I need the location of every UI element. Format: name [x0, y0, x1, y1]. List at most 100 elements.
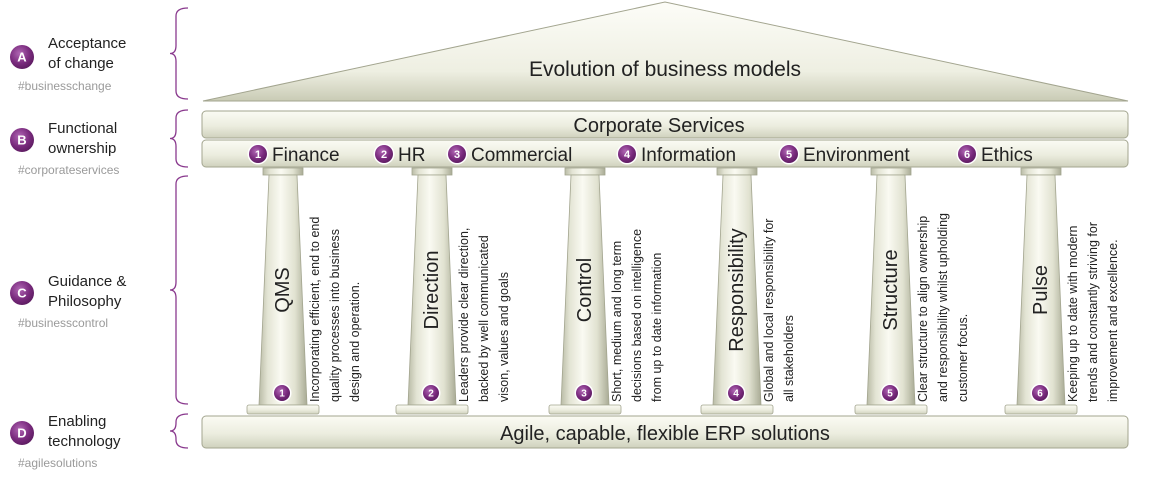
pillar-base: [548, 404, 622, 415]
function-badge: 1: [247, 143, 269, 165]
pillar-description-line: backed by well communicated: [477, 235, 491, 402]
layer-letter-badge-disc: [10, 45, 34, 69]
layer-letter-badge: C: [8, 279, 36, 307]
pillar-badge: 1: [272, 383, 292, 403]
function-label: HR: [398, 145, 425, 166]
function-badge-number: 5: [786, 149, 792, 161]
layer-bracket: [169, 109, 189, 168]
function-label: Environment: [803, 145, 910, 166]
pillar-description-line: improvement and excellence.: [1106, 239, 1120, 402]
function-badge-number: 6: [964, 149, 970, 161]
foundation-title: Agile, capable, flexible ERP solutions: [500, 423, 830, 445]
function-badge: 4: [616, 143, 638, 165]
function-label: Information: [641, 145, 736, 166]
layer-letter-badge-disc: [10, 421, 34, 445]
layer-letter-badge: D: [8, 419, 36, 447]
function-badge-disc: [780, 145, 798, 163]
roof-pediment: [202, 1, 1129, 102]
pillar-name: Direction: [421, 251, 443, 330]
function-badge-number: 1: [255, 149, 261, 161]
pillar-base: [246, 404, 320, 415]
pillar-base: [700, 404, 774, 415]
pillar-capital: [262, 167, 304, 176]
pillar-name: Responsibility: [726, 228, 748, 351]
function-label: Finance: [272, 145, 340, 166]
pillar-description-line: design and operation.: [348, 282, 362, 402]
roof-title: Evolution of business models: [529, 58, 801, 81]
function-badge: 5: [778, 143, 800, 165]
layer-letter-badge-number: C: [17, 286, 27, 301]
layer-letter-badge-number: B: [17, 133, 26, 148]
pillar-name: Structure: [880, 249, 902, 330]
pillar-base: [395, 404, 469, 415]
layer-letter-badge-disc: [10, 281, 34, 305]
pillar-base: [854, 404, 928, 415]
foundation: Agile, capable, flexible ERP solutions: [201, 415, 1129, 449]
function-badge: 3: [446, 143, 468, 165]
pillar-capital: [564, 167, 606, 176]
pillar-capital: [1020, 167, 1062, 176]
pillar-badge: 2: [421, 383, 441, 403]
layer-hashtag: #businesscontrol: [18, 316, 108, 330]
function-badge-disc: [958, 145, 976, 163]
pillar-description: Global and local responsibility for all s…: [762, 219, 796, 402]
pillar-badge: 3: [574, 383, 594, 403]
pillar-capital: [870, 167, 912, 176]
function-badge-number: 2: [381, 149, 387, 161]
pillar-badge-number: 1: [279, 389, 285, 400]
function-badge-number: 4: [624, 149, 631, 161]
layer-label: Acceptance: [48, 35, 126, 52]
pillar-capital: [716, 167, 758, 176]
pillar-description-line: quality processes into business: [328, 229, 342, 402]
function-badge: 6: [956, 143, 978, 165]
pillar-description-line: all stakeholders: [782, 315, 796, 402]
pillar-responsibility: Responsibility 4 Global and local responsi…: [700, 167, 796, 415]
pillar-badge: 6: [1030, 383, 1050, 403]
pillar-description-line: Global and local responsibility for: [762, 219, 776, 402]
pillar-badge-number: 2: [428, 389, 434, 400]
function-item-environment: 5 Environment: [778, 143, 910, 166]
layer-bracket: [169, 413, 189, 449]
layer-bracket: [169, 7, 189, 100]
layer-letter-badge-number: D: [17, 426, 26, 441]
pillar-description-line: Short, medium and long term: [610, 241, 624, 402]
function-badge-disc: [448, 145, 466, 163]
function-item-finance: 1 Finance: [247, 143, 340, 166]
pillar-description-line: decisions based on intelligence: [630, 229, 644, 402]
layer-label: Philosophy: [48, 293, 122, 310]
pillar-description-line: vison, values and goals: [497, 272, 511, 402]
pillar-badge: 4: [726, 383, 746, 403]
pillar-description-line: Clear structure to align ownership: [916, 216, 930, 402]
pillar-badge-number: 4: [733, 389, 739, 400]
pillar-badge-disc: [576, 385, 592, 401]
layer-label: technology: [48, 433, 121, 450]
pillar-badge-disc: [882, 385, 898, 401]
corporate-bar-title: Corporate Services: [573, 115, 744, 137]
layer-label: Guidance &: [48, 273, 126, 290]
pillar-description-line: from up to date information: [650, 253, 664, 402]
pillar-badge-disc: [274, 385, 290, 401]
pillar-capital: [411, 167, 453, 176]
pillar-description-line: Keeping up to date with modern: [1066, 225, 1080, 402]
function-item-hr: 2 HR: [373, 143, 425, 166]
layer-hashtag: #businesschange: [18, 79, 112, 93]
pillar-description-line: Leaders provide clear direction,: [457, 228, 471, 402]
layer-bracket: [169, 175, 189, 405]
pillar-base: [1004, 404, 1078, 415]
pillar-badge-disc: [423, 385, 439, 401]
pillar-badge-number: 3: [581, 389, 587, 400]
pillar-description-line: customer focus.: [956, 314, 970, 402]
functions-bar-slab: [201, 139, 1129, 168]
function-label: Commercial: [471, 145, 572, 166]
pillar-badge-number: 5: [887, 389, 893, 400]
